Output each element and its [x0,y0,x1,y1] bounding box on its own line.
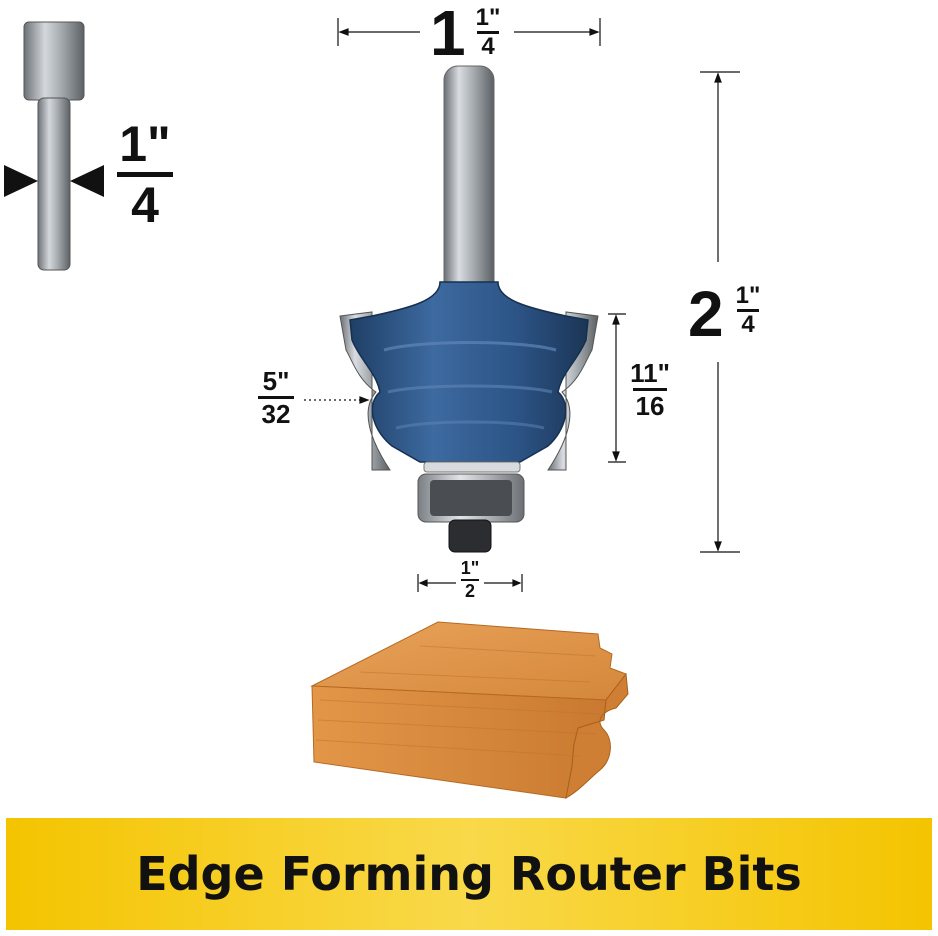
wood-sample-block [310,621,629,799]
radius-pointer-line [304,396,370,404]
bearing-den: 2 [464,581,475,601]
length-den: 4 [741,311,755,338]
title-banner: Edge Forming Router Bits [6,818,932,930]
diameter-fraction-bar [477,31,499,34]
right-arrow-icon [70,165,104,197]
shank-diagram [4,21,104,271]
length-dimension: 2 1" 4 [688,280,778,350]
bit-screw [448,519,492,553]
bearing-seal [430,480,512,516]
router-bit-illustration [304,18,740,799]
length-whole: 2 [688,278,724,350]
bit-washer [423,461,521,473]
cut-height-dimension: 11" 16 [630,358,670,421]
diameter-dimension-line [337,18,601,46]
bit-body-ridge [387,384,553,394]
diameter-dimension: 1 1" 4 [430,0,501,69]
length-fraction-bar [737,309,759,312]
length-dimension-line [700,71,740,553]
bit-shank [443,65,495,297]
radius-den: 32 [261,399,291,429]
left-arrow-icon [4,165,38,197]
wood-side-profile [565,672,629,799]
diameter-num: 1 [475,4,489,31]
bearing-num: 1 [460,558,471,578]
cut-height-num: 11 [630,358,658,388]
bit-body-ridge [383,341,557,352]
radius-dimension: 5" 32 [250,368,302,427]
radius-fraction-bar [258,396,294,399]
bit-body [349,281,589,463]
diameter-den: 4 [481,33,495,60]
radius-num: 5 [262,366,278,396]
cutter-edge-left [339,311,391,471]
bearing-dimension-line [417,574,523,592]
banner-title: Edge Forming Router Bits [136,847,802,901]
cut-height-den: 16 [635,391,665,421]
shank-fraction-bar [117,172,173,177]
shank-den: 4 [131,177,159,233]
cut-height-dimension-line [608,313,626,463]
bearing-dimension: 1" 2 [460,558,480,601]
cutter-edge-right [547,311,599,471]
cut-height-fraction-bar [633,388,667,391]
bearing-fraction-bar [461,579,479,581]
diameter-whole: 1 [430,0,466,69]
shank-dimension: 1" 4 [116,118,174,231]
shank-shaft [37,97,71,271]
shank-num: 1 [119,116,148,172]
bit-body-ridge [395,420,545,430]
length-num: 1 [735,282,749,309]
